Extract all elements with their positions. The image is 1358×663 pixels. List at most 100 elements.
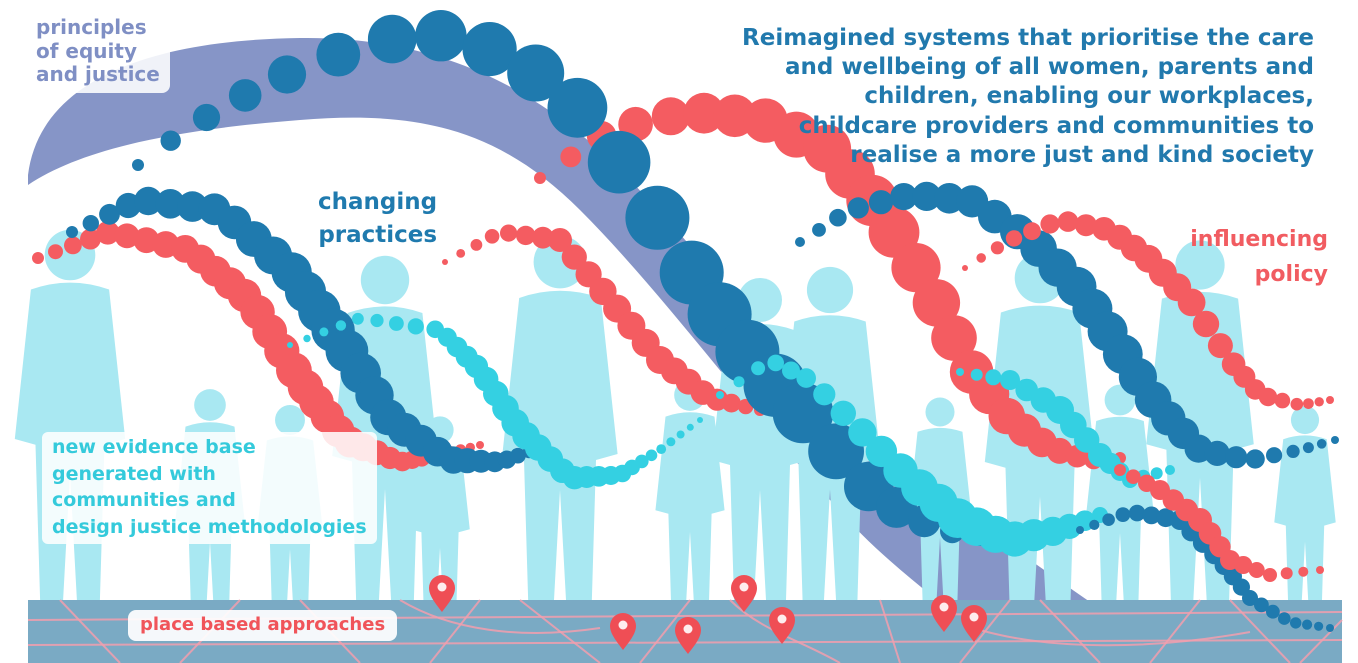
blue-dot	[1266, 604, 1280, 619]
map-street	[429, 599, 481, 663]
blue-dot	[912, 181, 942, 211]
coral-dot	[962, 265, 968, 271]
person-silhouette-icon	[655, 379, 725, 611]
blue-dot	[1331, 436, 1339, 444]
coral-dot	[976, 253, 986, 263]
blue-dot	[890, 183, 918, 211]
blue-dot	[367, 14, 417, 64]
coral-dot	[1258, 387, 1278, 407]
goal-line: realise a more just and kind society	[850, 141, 1314, 168]
blue-dot	[462, 21, 517, 77]
blue-dot	[829, 208, 847, 227]
coral-dot	[990, 241, 1005, 255]
coral-dot	[1207, 333, 1233, 359]
coral-dot	[1192, 310, 1220, 338]
blue-dot	[1290, 617, 1302, 629]
blue-dot	[1326, 624, 1334, 632]
map-pin-shape	[731, 575, 757, 612]
coral-dot	[476, 441, 484, 449]
coral-dot	[891, 243, 941, 293]
blue-dot	[868, 190, 894, 215]
blue-dot	[1115, 507, 1131, 522]
goal-line: Reimagined systems that prioritise the c…	[742, 25, 1314, 51]
map-street	[1299, 619, 1343, 663]
blue-dot	[1302, 619, 1313, 630]
map-street	[879, 599, 901, 663]
map-pin-icon	[961, 605, 987, 642]
coral-dot	[1263, 568, 1277, 582]
coral-dot	[912, 279, 961, 327]
cyan-dot	[335, 320, 347, 331]
coral-dot	[1126, 469, 1141, 485]
blue-dot	[1076, 526, 1084, 534]
blue-dot	[134, 186, 163, 216]
cyan-dot	[666, 437, 676, 447]
cyan-dot	[956, 368, 964, 376]
person-head	[1290, 405, 1320, 435]
coral-dot	[470, 239, 483, 251]
map-pin-hole	[437, 582, 447, 592]
map-pin-icon	[731, 575, 757, 612]
coral-dot	[1316, 566, 1324, 574]
blue-dot	[1142, 506, 1161, 525]
blue-dot	[160, 130, 181, 151]
cyan-dot	[352, 312, 364, 325]
map-pin-hole	[739, 582, 749, 592]
coral-dot	[1234, 556, 1253, 574]
coral-dot	[532, 226, 554, 249]
map-pin-hole	[777, 614, 787, 624]
map-pins	[429, 575, 987, 654]
coral-dot	[534, 172, 546, 184]
map-pin-shape	[429, 575, 455, 612]
blue-dot	[847, 197, 869, 219]
cyan-dot	[716, 391, 724, 399]
coral-dot	[442, 259, 448, 265]
coral-dot	[1280, 567, 1293, 580]
blue-dot	[1225, 446, 1248, 469]
blue-dot	[82, 215, 100, 232]
blue-dot	[1128, 504, 1146, 522]
person-silhouette-icon	[1274, 405, 1336, 612]
map-street	[639, 599, 691, 663]
blue-dot	[228, 79, 262, 112]
map-pin-hole	[683, 624, 693, 634]
principles-line: and justice	[36, 62, 160, 87]
person-body	[410, 444, 470, 616]
cyan-dot	[389, 316, 404, 331]
evidence-line: new evidence base	[52, 436, 256, 458]
person-head	[275, 405, 305, 435]
map-pin-icon	[610, 613, 636, 650]
blue-dot	[1089, 519, 1100, 531]
coral-dot	[1248, 562, 1265, 578]
coral-dot	[1057, 211, 1079, 232]
blue-dot	[99, 203, 120, 225]
changing-line: changing	[318, 189, 438, 215]
map-pin-icon	[931, 595, 957, 632]
map-pin-icon	[769, 607, 795, 644]
map-pin-hole	[969, 612, 979, 622]
map-pin-icon	[429, 575, 455, 612]
coral-dot	[484, 229, 500, 244]
person-silhouette-icon	[14, 229, 126, 600]
blue-dot	[66, 226, 78, 238]
evidence-line: generated with	[52, 462, 216, 485]
person-head	[360, 255, 410, 305]
cyan-dot	[1165, 465, 1175, 475]
blue-dot	[316, 32, 361, 77]
cyan-dot	[656, 444, 667, 454]
blue-dot	[1242, 590, 1258, 606]
blue-dot	[507, 44, 565, 102]
map-street	[59, 599, 121, 663]
cyan-dot	[645, 449, 658, 462]
map-pin-hole	[939, 602, 949, 612]
blue-dot	[267, 55, 307, 94]
map-pin-shape	[675, 617, 701, 654]
map-street	[1149, 599, 1201, 663]
blue-dot	[1314, 621, 1324, 631]
coral-dot	[1314, 397, 1324, 407]
evidence-base-label: new evidence base generated with communi…	[42, 432, 377, 545]
person-head	[194, 389, 226, 421]
cyan-dot	[635, 454, 649, 469]
policy-line: influencing	[1190, 227, 1328, 252]
